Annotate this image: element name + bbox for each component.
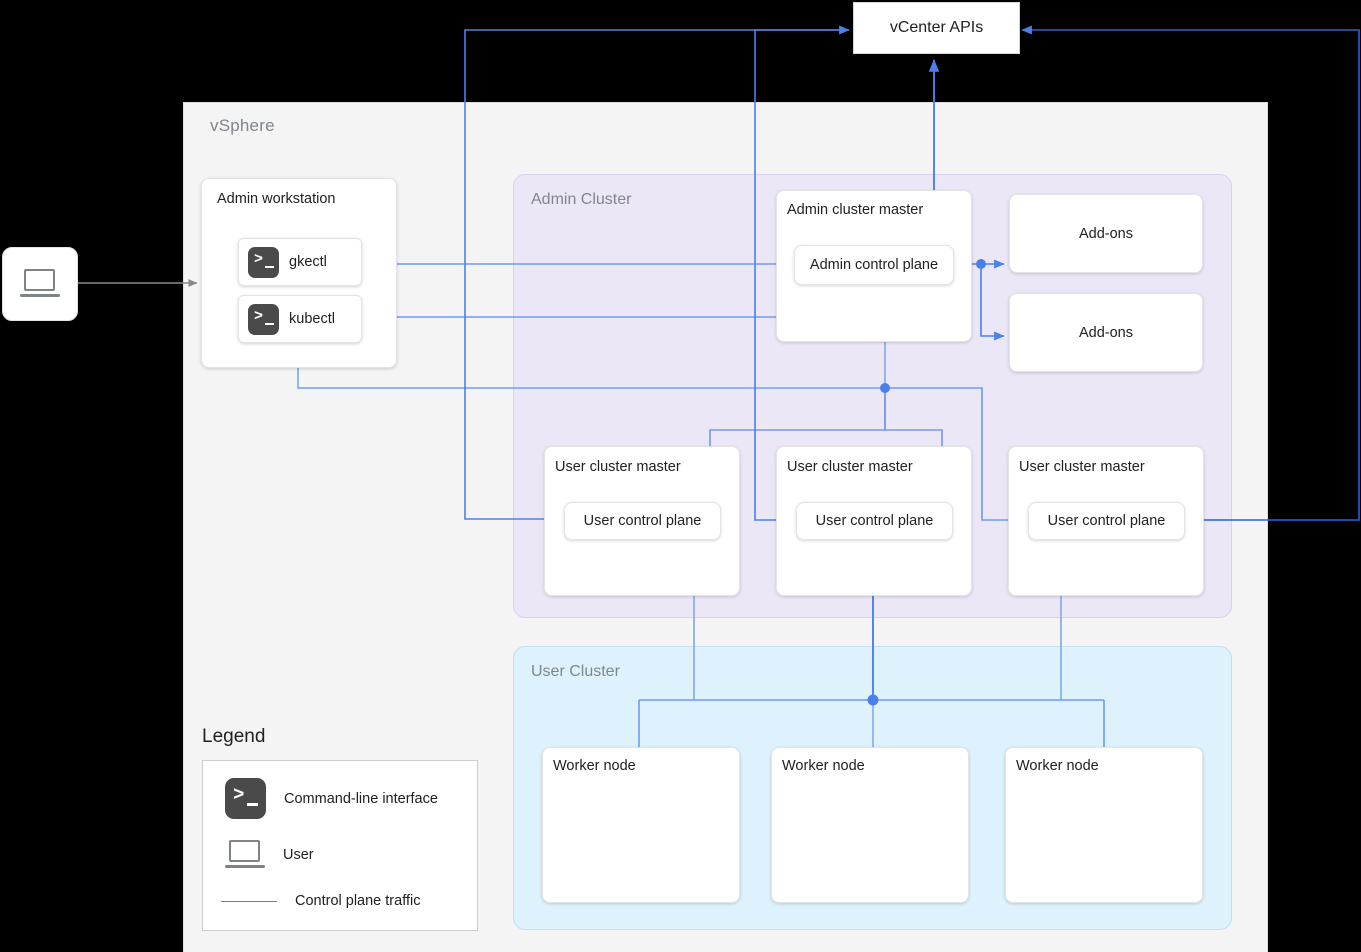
legend-item-cli: Command-line interface	[225, 778, 438, 819]
worker-node-3[interactable]	[1005, 747, 1203, 903]
user-actor-node[interactable]	[2, 247, 78, 321]
laptop-icon	[225, 840, 265, 870]
worker-node-title-2: Worker node	[782, 758, 865, 774]
legend-item-traffic: Control plane traffic	[221, 893, 420, 909]
admin-workstation-title: Admin workstation	[217, 191, 336, 207]
legend-title: Legend	[202, 726, 266, 747]
worker-node-title-1: Worker node	[553, 758, 636, 774]
worker-node-1[interactable]	[542, 747, 740, 903]
tool-chip-kubectl-label: kubectl	[289, 311, 335, 327]
user-cluster-master-title-2: User cluster master	[787, 459, 913, 475]
tool-chip-gkectl[interactable]: gkectl	[238, 238, 362, 286]
user-control-plane-node-2[interactable]: User control plane	[796, 502, 953, 540]
user-cluster-master-title-3: User cluster master	[1019, 459, 1145, 475]
tool-chip-gkectl-label: gkectl	[289, 254, 327, 270]
cli-icon	[225, 778, 266, 819]
admin-cluster-master-title: Admin cluster master	[787, 202, 924, 218]
user-cluster-label: User Cluster	[531, 663, 620, 680]
worker-node-title-3: Worker node	[1016, 758, 1099, 774]
cli-icon	[248, 246, 279, 278]
worker-node-2[interactable]	[771, 747, 969, 903]
tool-chip-kubectl[interactable]: kubectl	[238, 295, 362, 343]
legend-item-user: User	[225, 840, 314, 870]
legend-item-cli-label: Command-line interface	[284, 790, 438, 807]
legend-item-traffic-label: Control plane traffic	[295, 893, 421, 909]
addon-node-1[interactable]: Add-ons	[1009, 194, 1203, 273]
admin-control-plane-node[interactable]: Admin control plane	[794, 245, 954, 285]
legend-item-user-label: User	[283, 847, 314, 863]
laptop-icon	[20, 269, 60, 299]
addon-node-2[interactable]: Add-ons	[1009, 293, 1203, 372]
cli-icon	[248, 303, 279, 335]
user-control-plane-node-3[interactable]: User control plane	[1028, 502, 1185, 540]
admin-cluster-label: Admin Cluster	[531, 191, 632, 208]
user-control-plane-node-1[interactable]: User control plane	[564, 502, 721, 540]
vcenter-apis-node[interactable]: vCenter APIs	[853, 2, 1020, 54]
vsphere-label: vSphere	[210, 116, 275, 135]
user-cluster-master-title-1: User cluster master	[555, 459, 681, 475]
line-icon	[221, 900, 277, 902]
